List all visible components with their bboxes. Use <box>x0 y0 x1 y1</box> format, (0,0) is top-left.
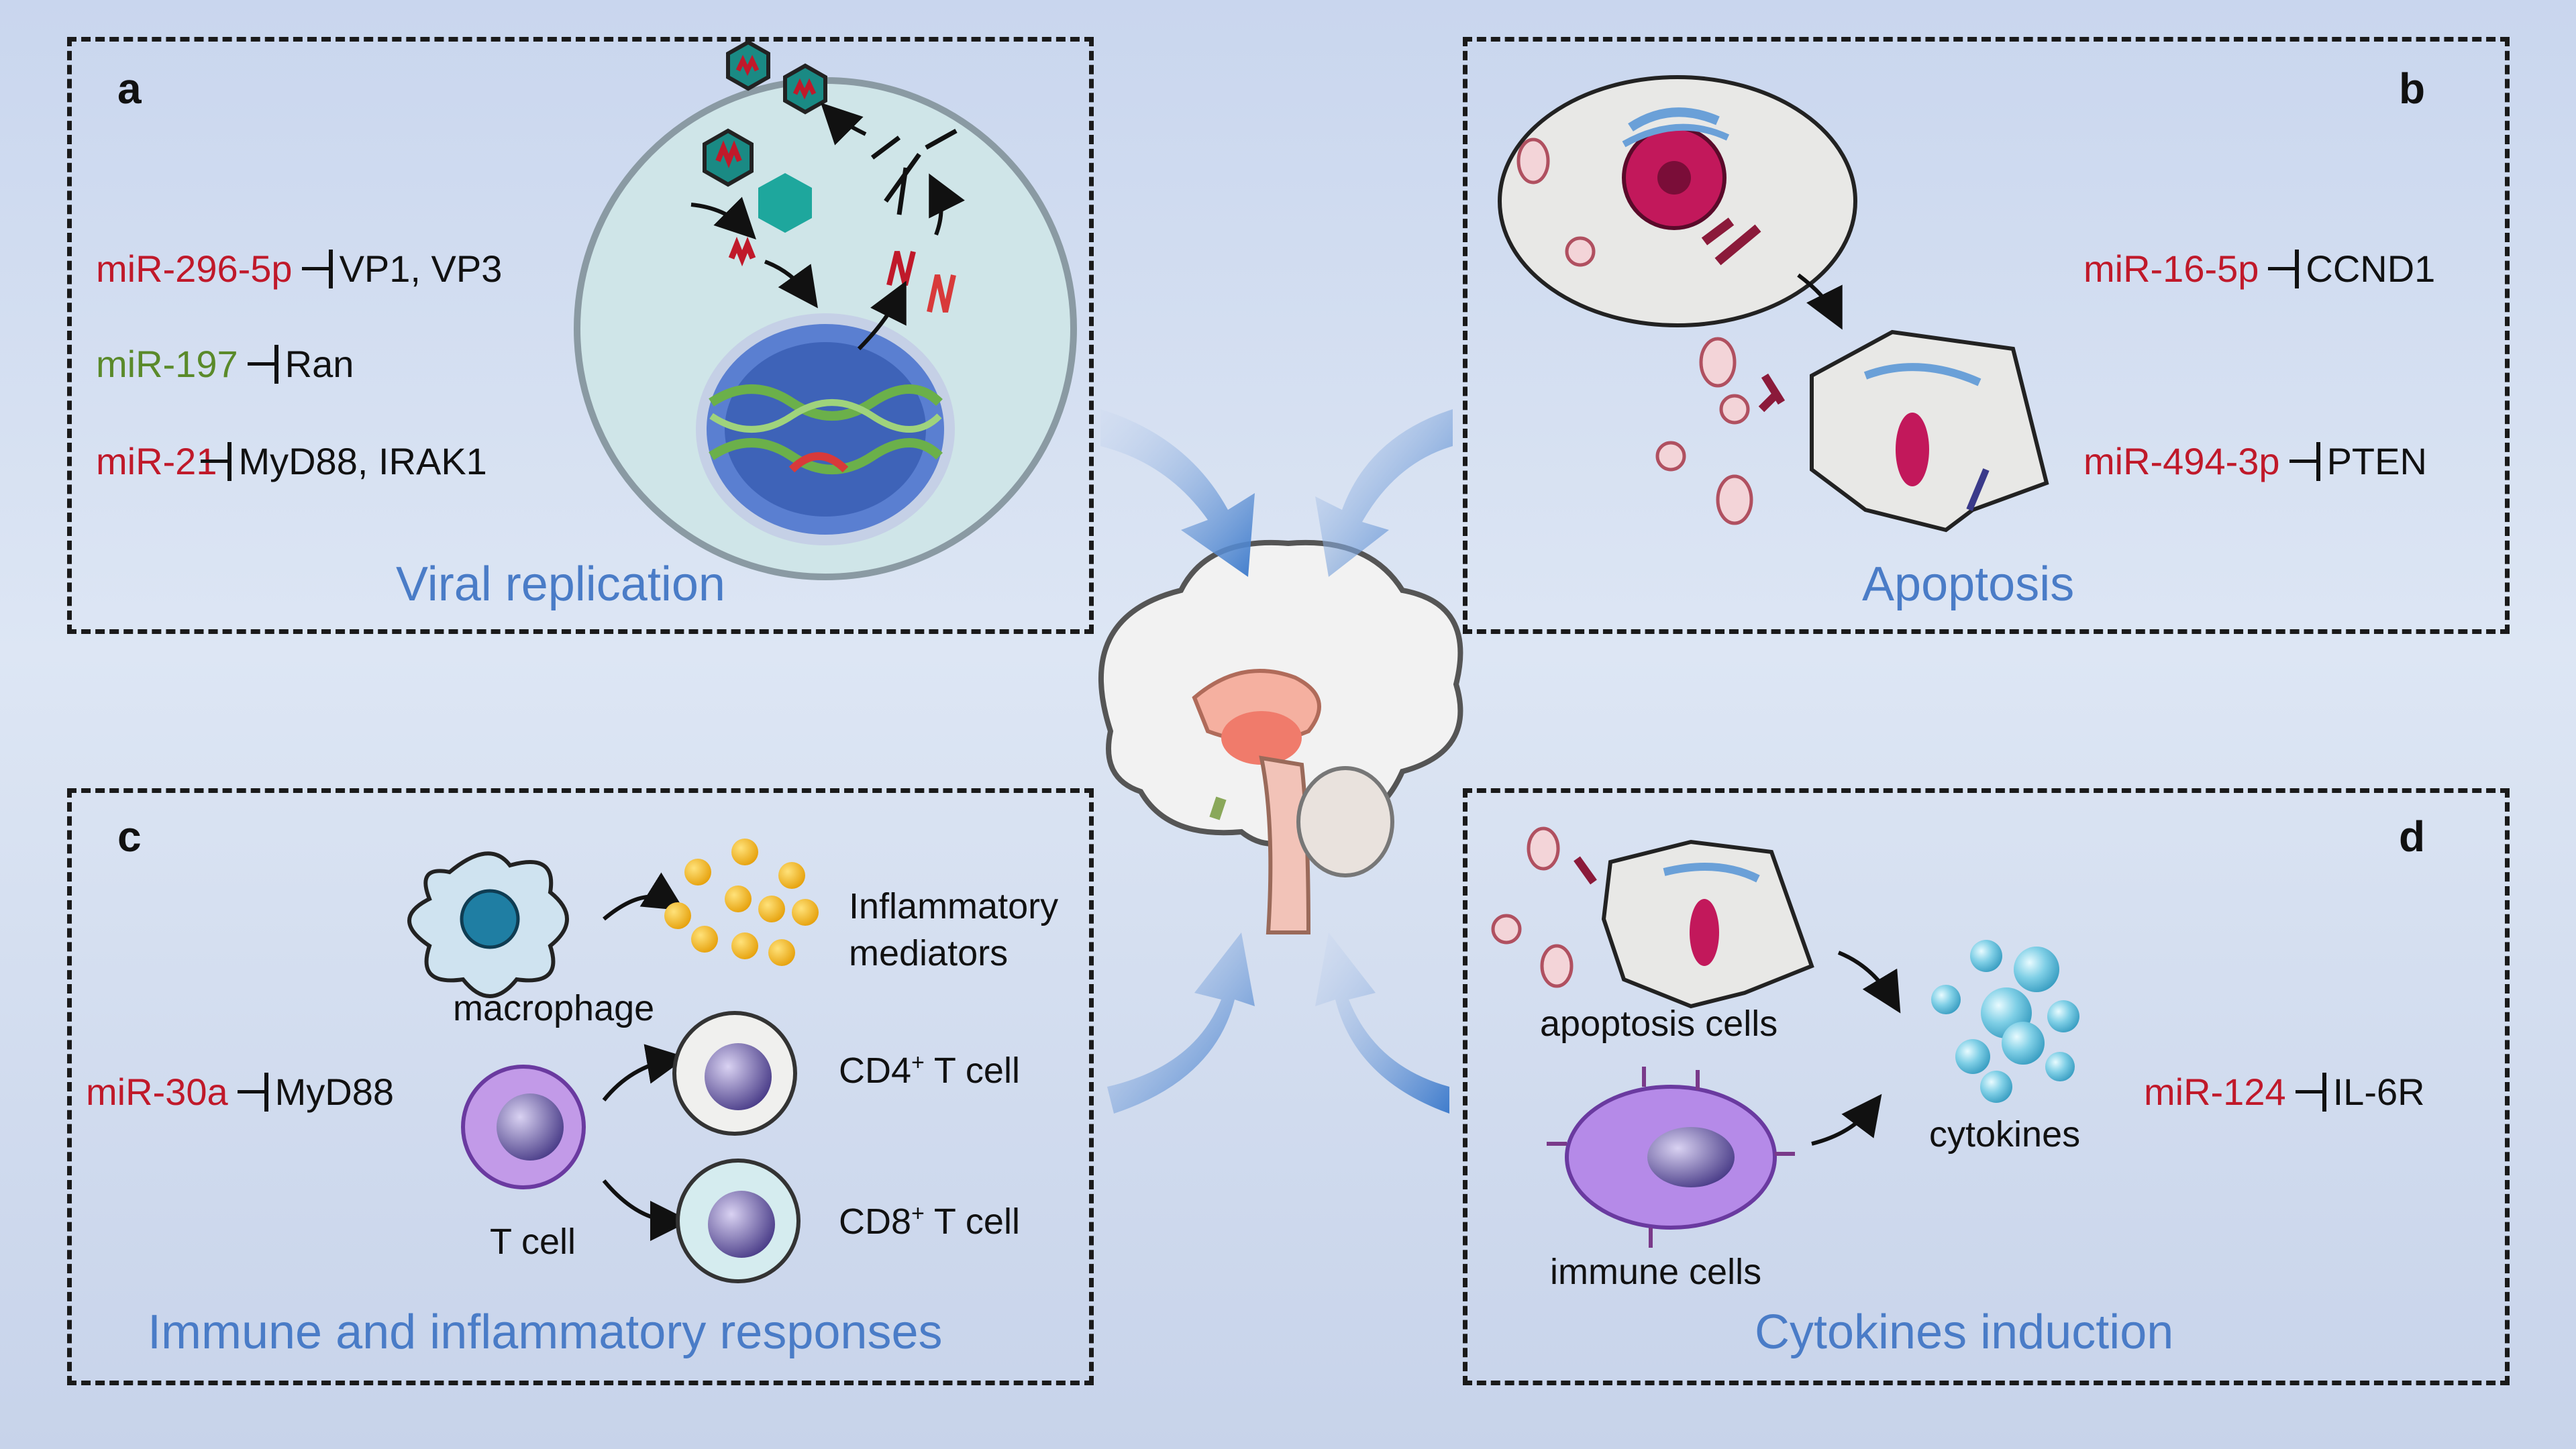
target-label: CCND1 <box>2306 248 2436 290</box>
arrow-to-brain-a <box>1100 409 1255 577</box>
panel-d <box>1463 788 2510 1385</box>
regulation-a-0: miR-296-5p VP1, VP3 <box>96 247 502 290</box>
cd8-t-cell-label: CD8+ T cell <box>839 1201 1020 1242</box>
inhibition-icon <box>2268 250 2300 288</box>
mirna-label: miR-124 <box>2144 1071 2286 1113</box>
regulation-d-0: miR-124 IL-6R <box>2144 1070 2425 1114</box>
panel-b-letter: b <box>2399 64 2426 113</box>
t-cell-icon <box>461 1065 586 1189</box>
panel-a-title: Viral replication <box>396 557 725 611</box>
inhibition-icon <box>2289 442 2320 481</box>
apoptosis-cells-label: apoptosis cells <box>1540 1004 1778 1044</box>
mirna-label: miR-30a <box>86 1071 228 1113</box>
regulation-a-2: miR-21 MyD88, IRAK1 <box>96 439 487 483</box>
mirna-label: miR-21 <box>96 440 217 482</box>
healthy-cell-icon <box>1498 75 1857 327</box>
panel-d-letter: d <box>2399 812 2426 861</box>
regulation-b-1: miR-494-3p PTEN <box>2083 439 2427 483</box>
apoptotic-cells-d-icon <box>1491 826 1814 1009</box>
inhibition-icon <box>301 250 333 288</box>
apoptotic-cell-icon <box>1655 329 2049 533</box>
inhibition-icon <box>247 345 278 384</box>
t-cell-suffix: T cell <box>924 1051 1020 1091</box>
target-label: Ran <box>285 343 354 385</box>
mediators-label-line2: mediators <box>849 933 1009 973</box>
arrow-to-brain-c <box>1107 932 1255 1114</box>
host-cell-icon <box>574 77 1077 580</box>
panel-c-title: Immune and inflammatory responses <box>148 1305 943 1359</box>
t-cell-label: T cell <box>490 1222 576 1262</box>
inhibition-icon <box>201 442 232 481</box>
target-label: MyD88 <box>274 1071 395 1113</box>
panel-d-title: Cytokines induction <box>1755 1305 2174 1359</box>
inhibition-icon <box>2295 1073 2326 1112</box>
cd4-t-cell-label: CD4+ T cell <box>839 1050 1020 1091</box>
cd8-t-cell-icon <box>676 1159 801 1283</box>
panel-b-title: Apoptosis <box>1862 557 2075 611</box>
regulation-a-1: miR-197 Ran <box>96 342 354 386</box>
mirna-label: miR-16-5p <box>2083 248 2259 290</box>
macrophage-icon <box>407 851 569 998</box>
cd4-text: CD4 <box>839 1051 912 1091</box>
mirna-label: miR-494-3p <box>2083 440 2280 482</box>
mirna-label: miR-197 <box>96 343 238 385</box>
target-label: MyD88, IRAK1 <box>238 440 487 482</box>
superscript-plus: + <box>911 1201 925 1226</box>
regulation-c-0: miR-30a MyD88 <box>86 1070 394 1114</box>
immune-cells-label: immune cells <box>1550 1252 1762 1292</box>
inhibition-icon <box>237 1073 268 1112</box>
panel-b <box>1463 37 2510 634</box>
panel-a <box>67 37 1094 634</box>
brain-icon <box>1098 539 1463 934</box>
panel-a-letter: a <box>117 64 142 113</box>
inflammatory-mediators-icon <box>664 839 819 966</box>
arrow-to-brain-b <box>1315 409 1453 577</box>
immune-cell-icon <box>1547 1067 1795 1248</box>
mirna-label: miR-296-5p <box>96 248 293 290</box>
cd8-text: CD8 <box>839 1201 912 1242</box>
cytokines-label: cytokines <box>1929 1114 2081 1155</box>
target-label: VP1, VP3 <box>339 248 503 290</box>
virus-icon <box>703 40 958 313</box>
target-label: PTEN <box>2326 440 2427 482</box>
target-label: IL-6R <box>2332 1071 2425 1113</box>
arrow-to-brain-d <box>1315 932 1449 1114</box>
macrophage-label: macrophage <box>453 988 655 1028</box>
cytokine-icon <box>1931 940 2079 1103</box>
panel-c <box>67 788 1094 1385</box>
panel-c-letter: c <box>117 812 142 861</box>
t-cell-suffix: T cell <box>924 1201 1020 1242</box>
mediators-label-line1: Inflammatory <box>849 886 1059 926</box>
cd4-t-cell-icon <box>672 1011 797 1136</box>
regulation-b-0: miR-16-5p CCND1 <box>2083 247 2435 290</box>
superscript-plus: + <box>911 1050 925 1075</box>
